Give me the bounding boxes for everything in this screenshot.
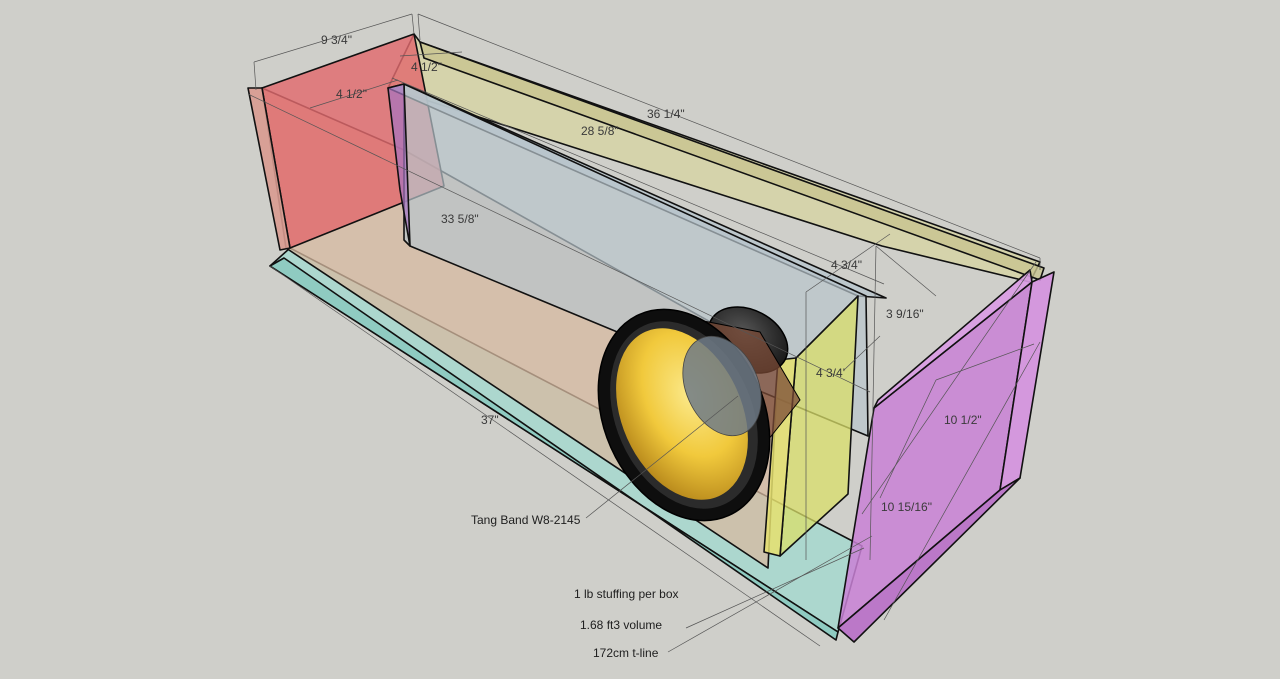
dim-front-width: 4 3/4" [831, 258, 862, 272]
dim-inner-offset: 4 1/2" [336, 87, 367, 101]
dim-chamber-length: 33 5/8" [441, 212, 479, 226]
dim-end-height: 10 1/2" [944, 413, 982, 427]
stuffing-note: 1 lb stuffing per box [574, 587, 679, 601]
dim-base-length: 37" [481, 413, 499, 427]
driver-label: Tang Band W8-2145 [471, 513, 581, 527]
loudspeaker-driver-icon [597, 306, 801, 522]
dimension-lines [247, 13, 1041, 653]
right-end-panel [837, 269, 1055, 643]
volume-note: 1.68 ft3 volume [580, 618, 662, 632]
line-length-note: 172cm t-line [593, 646, 659, 660]
dim-overall-length: 36 1/4" [647, 107, 685, 121]
dim-end-height-total: 10 15/16" [881, 500, 932, 514]
base-panel [269, 247, 863, 641]
dim-driver-offset: 4 3/4' [816, 366, 845, 380]
dim-top-offset: 4 1/2" [411, 60, 442, 74]
dim-gap-depth: 3 9/16" [886, 307, 924, 321]
dim-end-width: 9 3/4" [321, 33, 352, 47]
dim-divider-length: 28 5/8" [581, 124, 619, 138]
